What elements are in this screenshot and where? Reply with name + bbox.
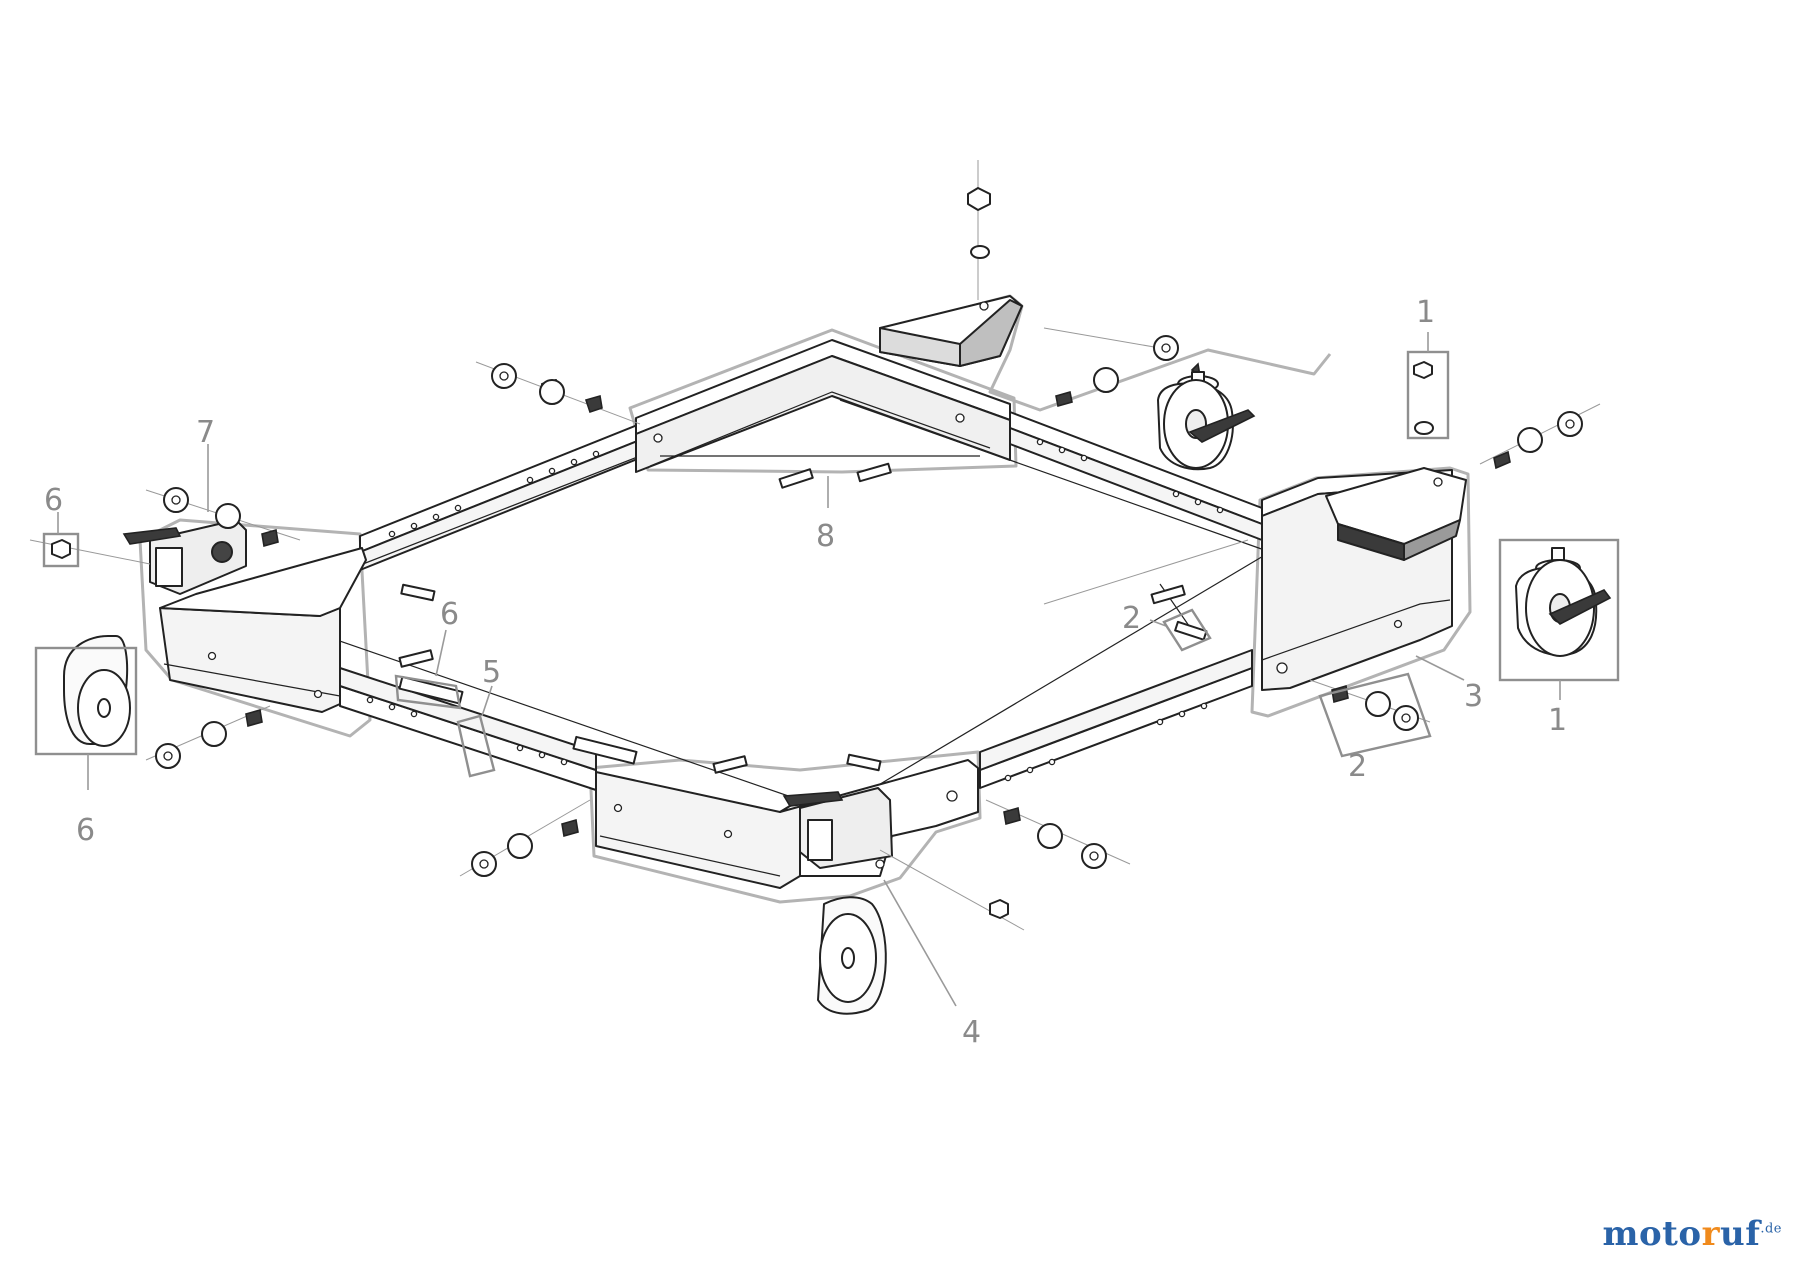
left-wheel (63, 635, 131, 747)
callout-2-top: 2 (1122, 601, 1141, 636)
callout-1-right: 1 (1548, 703, 1567, 738)
watermark-part-c: uf (1719, 1214, 1761, 1254)
watermark-suffix: .de (1760, 1221, 1782, 1237)
bottom-wheel (817, 896, 887, 1015)
callout-3: 3 (1464, 679, 1483, 714)
callout-6-pin: 6 (440, 597, 459, 632)
right-caster (1515, 547, 1612, 657)
left-corner-bracket (122, 519, 367, 713)
callout-1-top: 1 (1416, 295, 1435, 330)
callout-6-left-nut: 6 (44, 483, 63, 518)
top-mount-block (879, 295, 1023, 367)
top-corner-bracket (635, 339, 1011, 473)
watermark-part-b: r (1701, 1214, 1720, 1254)
callout-7: 7 (196, 415, 215, 450)
callout-6-left-wheel: 6 (76, 813, 95, 848)
bottom-corner-bracket (595, 759, 979, 889)
leaders (34, 332, 1620, 1007)
callout-labels: 1 1 2 2 3 4 5 6 6 6 7 8 (44, 295, 1567, 1050)
watermark-part-a: moto (1602, 1214, 1702, 1254)
top-caster (1157, 362, 1256, 471)
fasteners (29, 160, 1601, 931)
callout-2-bottom: 2 (1348, 749, 1367, 784)
callout-5: 5 (482, 655, 501, 690)
callout-4: 4 (962, 1015, 981, 1050)
right-corner-bracket (1261, 467, 1467, 691)
rail-holes (366, 438, 1224, 782)
base-frame (249, 399, 1271, 809)
callout-8: 8 (816, 519, 835, 554)
watermark-logo: motoruf.de (1603, 1214, 1782, 1254)
